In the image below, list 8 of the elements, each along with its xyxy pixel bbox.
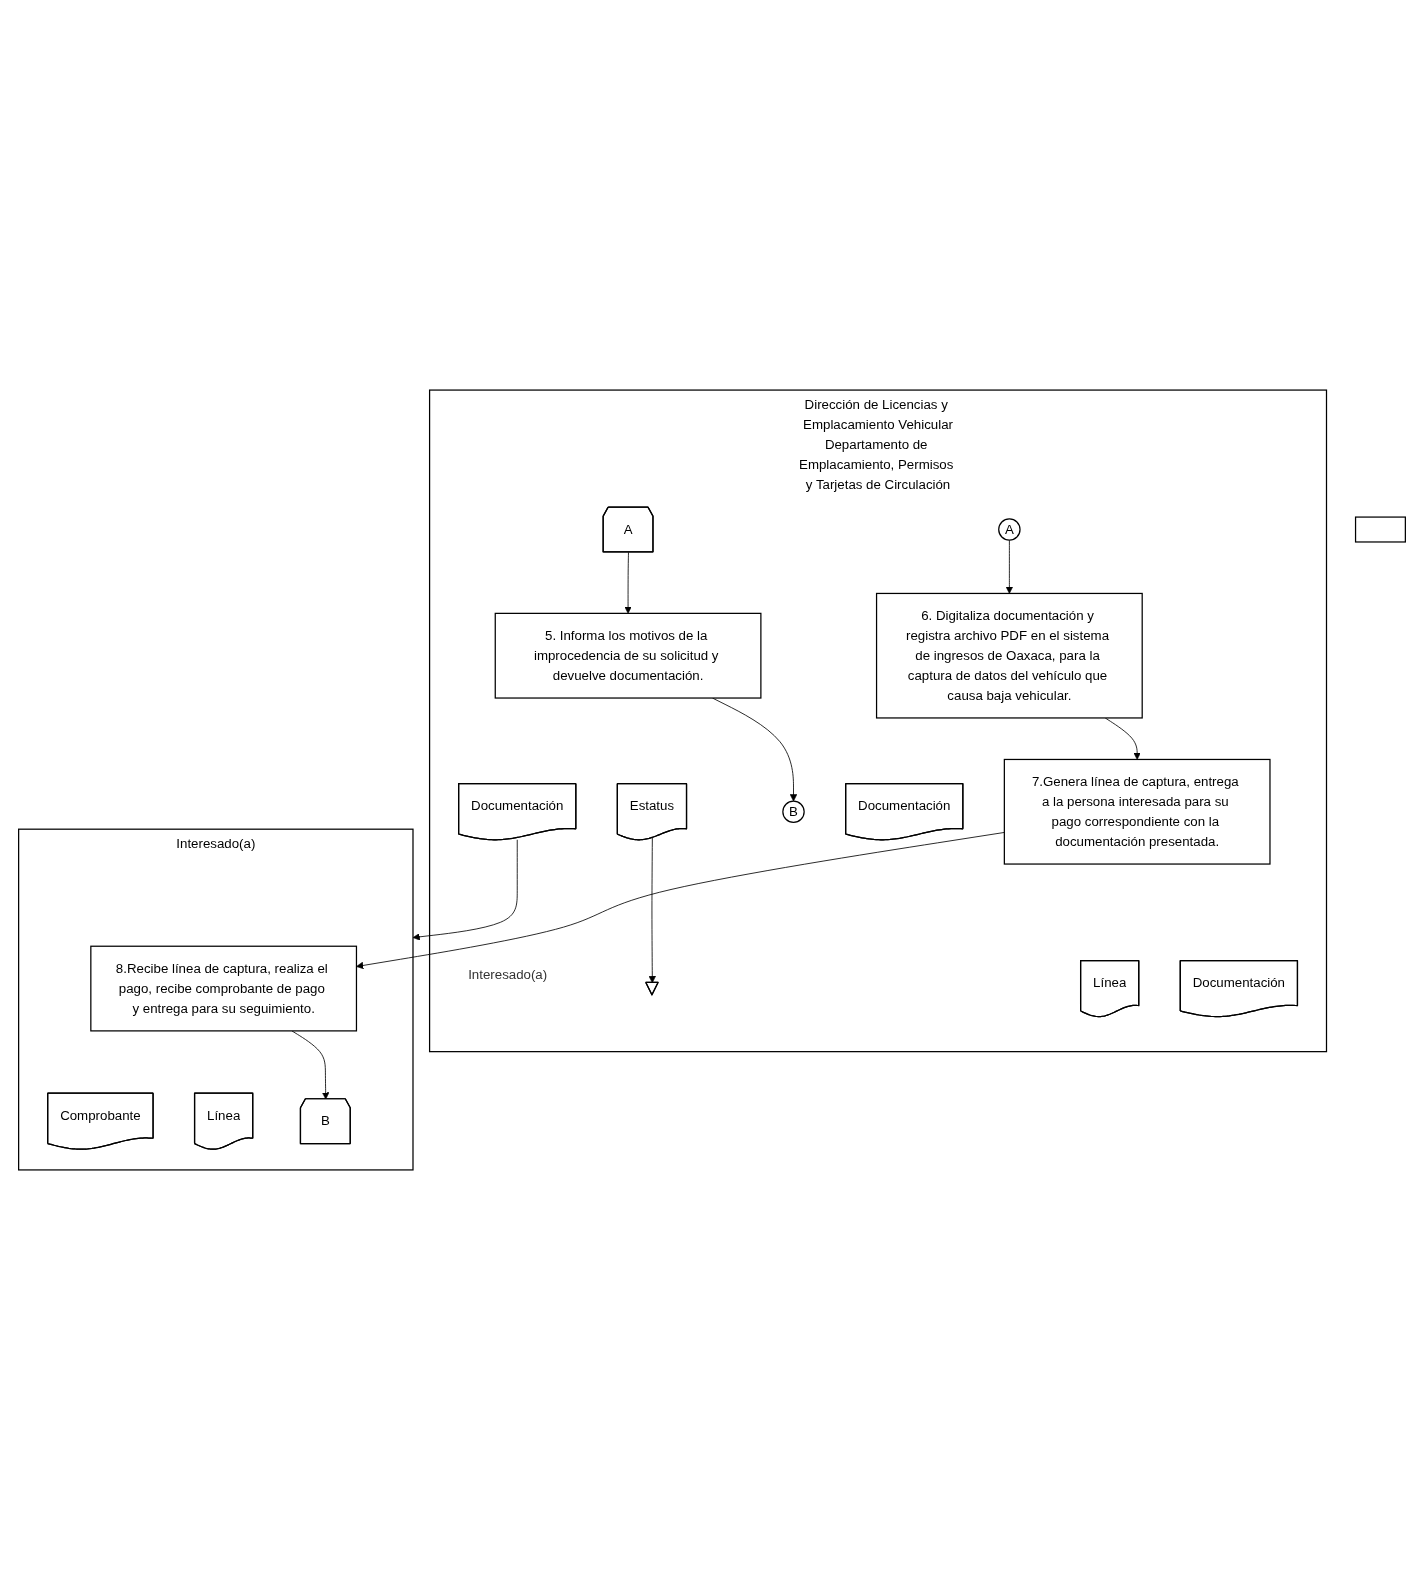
- node-box: 5. Informa los motivos de la improcedencia de su solicitud y devuelve documentación.: [494, 612, 762, 699]
- node-circle: A: [998, 518, 1021, 541]
- node-box: 8.Recibe línea de captura, realiza el pago, recibe comprobante de pago y entrega para su seguimiento.: [90, 945, 358, 1032]
- node-box: [1354, 516, 1406, 543]
- node-box: 7.Genera línea de captura, entrega a la persona interesada para su pago correspondiente con la documentación presentada.: [1003, 758, 1271, 865]
- node-box: 6. Digitaliza documentación y registra archivo PDF en el sistema de ingresos de Oaxaca, para la captura de datos del vehículo que causa baja vehicular.: [875, 592, 1143, 719]
- node-circle: B: [782, 800, 805, 824]
- edge-label: Interesado(a): [468, 967, 548, 982]
